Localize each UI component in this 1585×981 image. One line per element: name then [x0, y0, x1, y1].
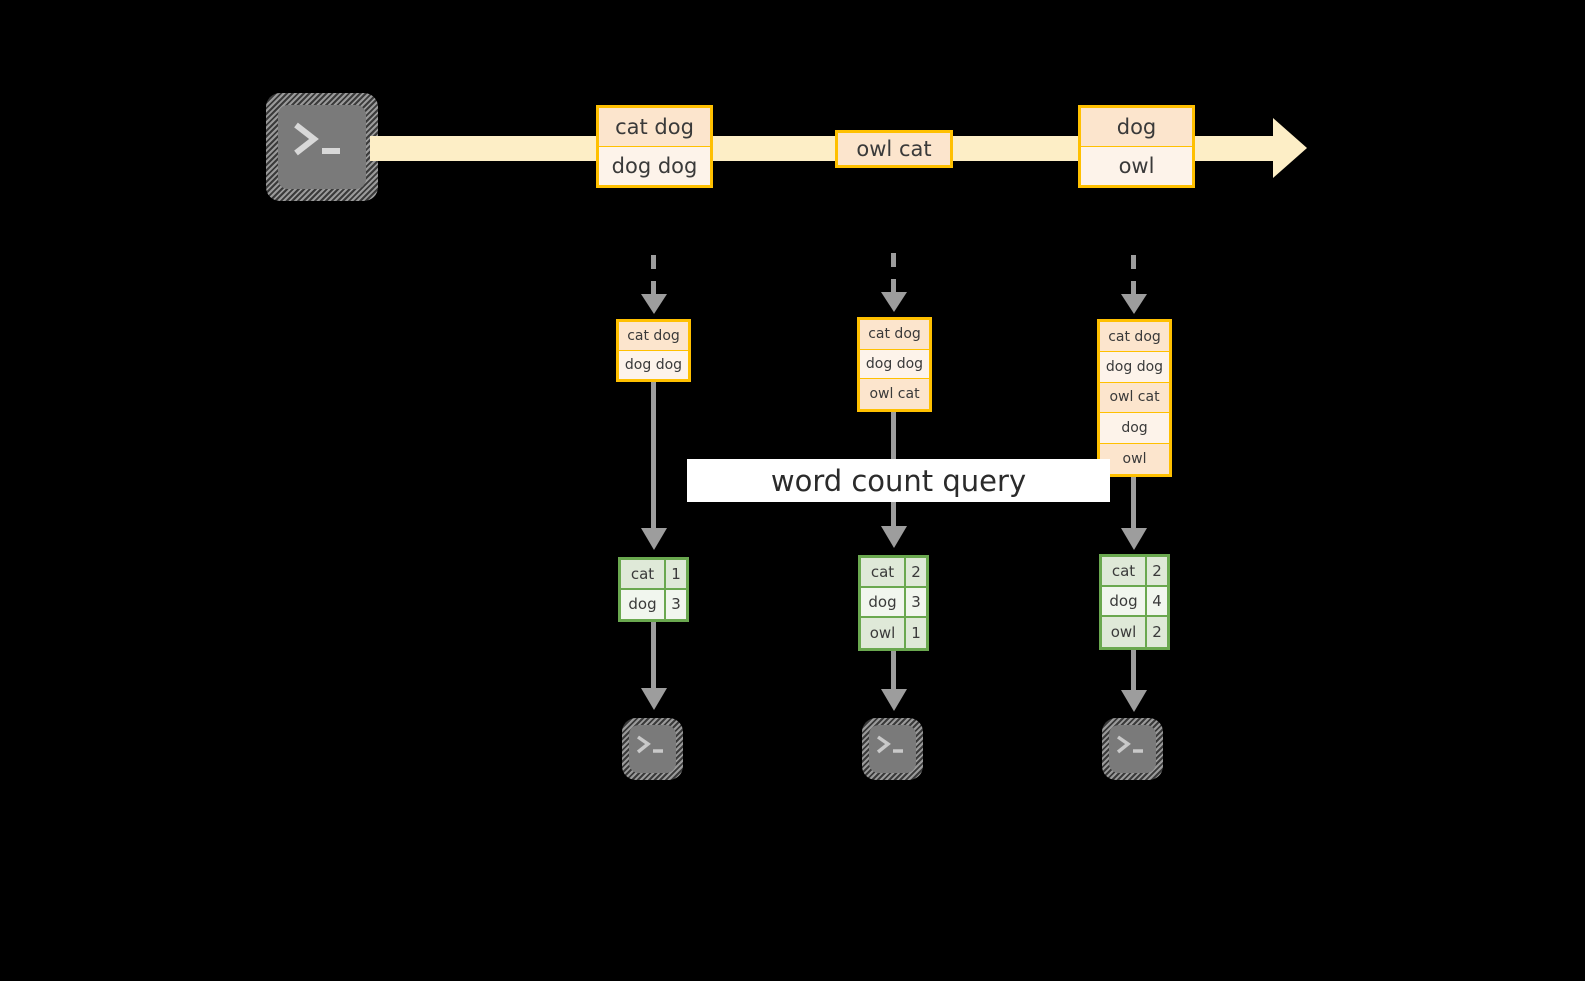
stream-event-2[interactable]: owl cat	[835, 130, 953, 168]
table-cell-count: 3	[906, 587, 926, 616]
terminal-prompt-glyph	[294, 122, 340, 156]
table-cell-word: dog	[621, 589, 666, 619]
table-cell-count: 4	[1147, 586, 1167, 615]
terminal-face	[278, 105, 366, 189]
record-line: dog dog	[599, 146, 710, 185]
query-flow-arrowhead-2	[881, 526, 907, 548]
terminal-face	[629, 725, 676, 773]
record-line: dog dog	[1100, 352, 1169, 383]
table-cell-count: 2	[906, 558, 926, 586]
record-line: cat dog	[860, 320, 929, 350]
query-flow-arrowhead-1	[641, 528, 667, 550]
table-cell-word: cat	[621, 560, 666, 588]
table-cell-count: 1	[666, 560, 686, 588]
table-cell-count: 2	[1147, 557, 1167, 585]
snapshot-trigger-arrowhead-2	[881, 292, 907, 312]
table-row: dog 3	[861, 587, 926, 618]
snapshot-result-1[interactable]: cat 1 dog 3	[618, 557, 689, 622]
sink-flow-line-3	[1131, 650, 1136, 692]
snapshot-trigger-arrowhead-3	[1121, 294, 1147, 314]
record-line: dog dog	[860, 349, 929, 380]
query-flow-arrowhead-3	[1121, 528, 1147, 550]
table-row: cat 1	[621, 560, 686, 590]
record-line: dog dog	[619, 350, 688, 379]
snapshot-trigger-arrowhead-1	[641, 294, 667, 314]
table-cell-word: owl	[1102, 616, 1147, 647]
query-label: word count query	[770, 463, 1027, 498]
terminal-face	[1109, 725, 1156, 773]
stream-event-1[interactable]: cat dog dog dog	[596, 105, 713, 188]
sink-flow-line-2	[891, 651, 896, 691]
table-row: cat 2	[1102, 557, 1167, 587]
query-label-band: word count query	[687, 459, 1110, 502]
table-row: dog 4	[1102, 586, 1167, 617]
record-line: cat dog	[619, 322, 688, 351]
record-line: owl	[1100, 443, 1169, 474]
table-cell-word: cat	[861, 558, 906, 586]
snapshot-input-1[interactable]: cat dog dog dog	[616, 319, 691, 382]
terminal-face	[869, 725, 916, 773]
record-line: owl cat	[1100, 382, 1169, 414]
record-line: owl	[1081, 146, 1192, 185]
sink-flow-line-1	[651, 622, 656, 690]
terminal-prompt-glyph	[1116, 735, 1143, 754]
record-line: owl cat	[860, 379, 929, 409]
sink-flow-arrowhead-3	[1121, 690, 1147, 712]
table-row: owl 1	[861, 617, 926, 648]
snapshot-input-3[interactable]: cat dog dog dog owl cat dog owl	[1097, 319, 1172, 477]
snapshot-trigger-arrow-3	[1131, 255, 1136, 299]
snapshot-input-2[interactable]: cat dog dog dog owl cat	[857, 317, 932, 412]
terminal-prompt-glyph	[636, 735, 663, 754]
table-cell-count: 3	[666, 589, 686, 619]
sink-flow-arrowhead-2	[881, 689, 907, 711]
snapshot-result-3[interactable]: cat 2 dog 4 owl 2	[1099, 554, 1170, 650]
snapshot-result-2[interactable]: cat 2 dog 3 owl 1	[858, 555, 929, 651]
table-cell-word: dog	[861, 587, 906, 616]
record-line: owl cat	[838, 133, 950, 165]
table-cell-count: 1	[906, 617, 926, 648]
table-row: owl 2	[1102, 616, 1167, 647]
sink-terminal-icon-2	[862, 718, 923, 780]
table-cell-count: 2	[1147, 616, 1167, 647]
record-line: dog	[1100, 413, 1169, 444]
table-row: dog 3	[621, 589, 686, 619]
snapshot-trigger-arrow-1	[651, 255, 656, 299]
table-row: cat 2	[861, 558, 926, 588]
sink-flow-arrowhead-1	[641, 688, 667, 710]
table-cell-word: cat	[1102, 557, 1147, 585]
sink-terminal-icon-3	[1102, 718, 1163, 780]
snapshot-trigger-arrow-2	[891, 253, 896, 297]
source-terminal-icon	[266, 93, 378, 201]
event-stream-arrowhead	[1273, 118, 1307, 178]
table-cell-word: owl	[861, 617, 906, 648]
terminal-prompt-glyph	[876, 735, 903, 754]
sink-terminal-icon-1	[622, 718, 683, 780]
record-line: cat dog	[599, 108, 710, 147]
query-flow-line-1	[651, 382, 656, 532]
table-cell-word: dog	[1102, 586, 1147, 615]
query-flow-line-3	[1131, 477, 1136, 532]
record-line: cat dog	[1100, 322, 1169, 353]
record-line: dog	[1081, 108, 1192, 147]
stream-event-3[interactable]: dog owl	[1078, 105, 1195, 188]
